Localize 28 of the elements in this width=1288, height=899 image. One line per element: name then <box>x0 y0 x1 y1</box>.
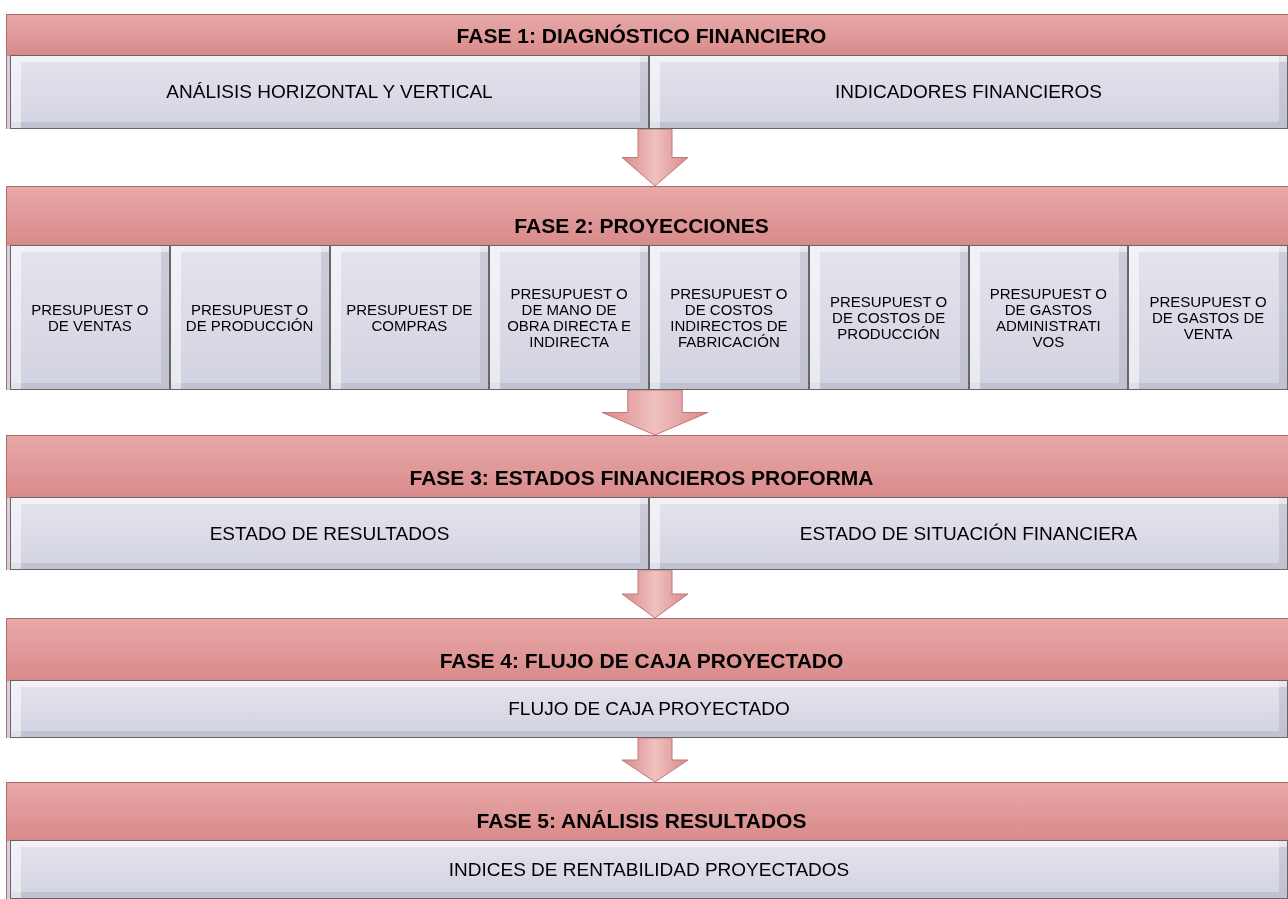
step-box: ESTADO DE SITUACIÓN FINANCIERA <box>649 497 1288 570</box>
step-box: PRESUPUEST O DE GASTOS DE VENTA <box>1128 245 1288 390</box>
block-arrow <box>621 128 689 187</box>
step-box: PRESUPUEST O DE VENTAS <box>10 245 170 390</box>
phase-band <box>6 14 1288 129</box>
phase-title: FASE 2: PROYECCIONES <box>514 214 769 238</box>
block-arrow <box>601 389 709 436</box>
phase-title: FASE 3: ESTADOS FINANCIEROS PROFORMA <box>409 466 874 490</box>
step-box: PRESUPUEST O DE PRODUCCIÓN <box>169 245 330 390</box>
step-box: INDICADORES FINANCIEROS <box>649 55 1288 129</box>
step-box: ESTADO DE RESULTADOS <box>10 497 649 570</box>
step-box: FLUJO DE CAJA PROYECTADO <box>10 680 1288 738</box>
step-box: INDICES DE RENTABILIDAD PROYECTADOS <box>10 840 1288 899</box>
phase-band <box>6 618 1288 738</box>
block-arrow <box>621 737 689 783</box>
step-box: PRESUPUEST O DE MANO DE OBRA DIRECTA E INDIRECTA <box>489 245 649 390</box>
phase-title: FASE 5: ANÁLISIS RESULTADOS <box>476 809 807 833</box>
block-arrow <box>621 569 689 619</box>
phase-band <box>6 186 1288 390</box>
phase-band <box>6 782 1288 899</box>
step-box: PRESUPUEST DE COMPRAS <box>329 245 490 390</box>
phase-band <box>6 435 1288 570</box>
step-box: PRESUPUEST O DE COSTOS INDIRECTOS DE FABRICACIÓN <box>649 245 809 390</box>
phase-title: FASE 1: DIAGNÓSTICO FINANCIERO <box>456 24 827 48</box>
step-box: ANÁLISIS HORIZONTAL Y VERTICAL <box>10 55 649 129</box>
step-box: PRESUPUEST O DE COSTOS DE PRODUCCIÓN <box>808 245 969 390</box>
phase-title: FASE 4: FLUJO DE CAJA PROYECTADO <box>439 649 844 673</box>
step-box: PRESUPUEST O DE GASTOS ADMINISTRATI VOS <box>968 245 1129 390</box>
